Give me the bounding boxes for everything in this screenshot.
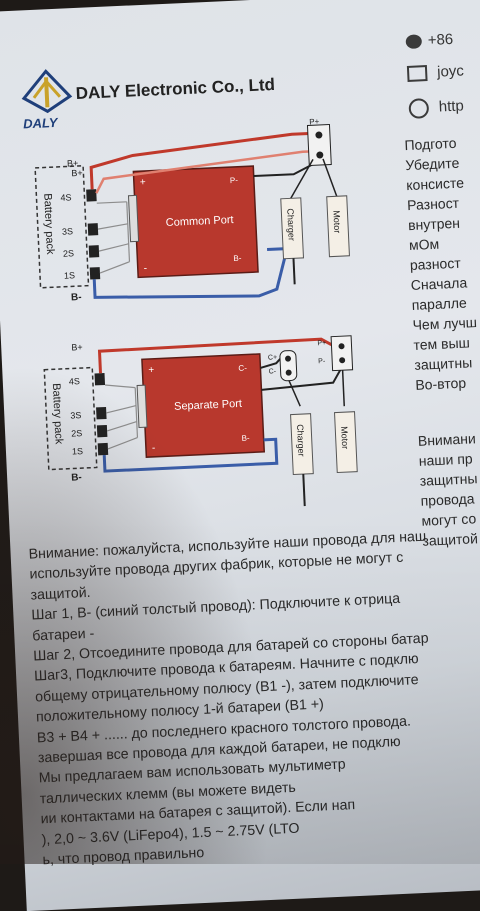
b-plus-label-2: B+ <box>71 168 83 179</box>
cell-2s-sep <box>96 424 108 438</box>
right-line: Во-втор <box>414 374 467 393</box>
board-minus: - <box>144 263 148 274</box>
balance-connector-2 <box>136 384 148 429</box>
right-line-2: Внимани <box>417 430 477 449</box>
b-minus-port-label-2: B- <box>241 433 250 442</box>
phone-text: +86 <box>427 30 454 49</box>
b-minus-port-label: B- <box>233 254 242 263</box>
cell-label-2s: 2S <box>63 248 74 258</box>
battery-pack-label: Battery pack <box>41 193 56 255</box>
mail-icon <box>406 65 428 82</box>
cell-1s <box>89 267 101 280</box>
cell-4s-sep <box>94 372 106 386</box>
cell-label-2s-sep: 2S <box>71 428 82 438</box>
c-minus-small-label: C- <box>268 368 276 375</box>
globe-icon <box>408 98 430 119</box>
charger-label-2: Charger <box>295 424 306 457</box>
right-line-2: защитны <box>419 470 478 489</box>
cell-label-1s-sep: 1S <box>72 446 83 456</box>
cell-4s <box>86 189 97 202</box>
b-plus-label-sep: B+ <box>71 342 83 353</box>
right-line-2: провода <box>420 490 475 509</box>
board-plus-2: + <box>148 365 154 376</box>
cell-2s <box>88 245 100 258</box>
cell-1s-sep <box>97 442 109 456</box>
wechat-icon <box>405 34 423 50</box>
balance-wires-2 <box>104 384 139 450</box>
instructions-body: Внимание: пожалуйста, используйте наши п… <box>28 523 480 871</box>
right-line: защитны <box>414 354 473 373</box>
contact-email: joyc <box>406 62 465 82</box>
board-plus: + <box>140 177 146 188</box>
p-terminal <box>330 335 354 372</box>
charger-label: Charger <box>285 208 296 241</box>
motor-label-2: Motor <box>339 426 350 449</box>
p-plus-label-sep: P+ <box>317 340 326 347</box>
c-minus-label: C- <box>238 364 247 373</box>
motor-label: Motor <box>331 210 342 233</box>
b-minus-label: B- <box>71 292 82 303</box>
c-plus-label: C+ <box>268 354 277 361</box>
b-plus-label: B+ <box>67 158 79 169</box>
balance-connector <box>127 194 140 243</box>
b-minus-label-sep: B- <box>71 472 82 483</box>
web-text: http <box>438 97 465 116</box>
p-minus-label-sep: P- <box>318 358 326 365</box>
contact-phone: +86 <box>405 30 454 50</box>
cell-label-4s-sep: 4S <box>69 376 80 386</box>
cell-label-3s-sep: 3S <box>70 410 81 420</box>
common-port-diagram: Battery pack 4S 3S 2S 1S + - Common Port… <box>34 117 350 303</box>
balance-wires <box>96 201 131 274</box>
contact-web: http <box>408 96 465 119</box>
right-line: Чем лучш <box>412 314 478 333</box>
cell-3s-sep <box>96 406 107 420</box>
email-text: joyc <box>436 62 465 81</box>
battery-pack-label-2: Battery pack <box>50 383 65 445</box>
board-minus-2: - <box>152 443 156 454</box>
terminal-block <box>306 124 332 167</box>
cell-3s <box>87 223 99 236</box>
cell-label-3s: 3S <box>62 226 73 236</box>
c-terminal <box>279 350 298 382</box>
cell-label-4s: 4S <box>60 192 71 202</box>
p-plus-label: P+ <box>309 117 320 126</box>
right-line-2: наши пр <box>418 450 473 469</box>
right-column-text: Подгото Убедите консисте Разност внутрен… <box>404 132 480 551</box>
separate-port-diagram: Battery pack 4S 3S 2S 1S + - Separate Po… <box>43 335 358 507</box>
p-minus-label: P- <box>230 176 239 185</box>
cell-label-1s: 1S <box>64 270 75 280</box>
